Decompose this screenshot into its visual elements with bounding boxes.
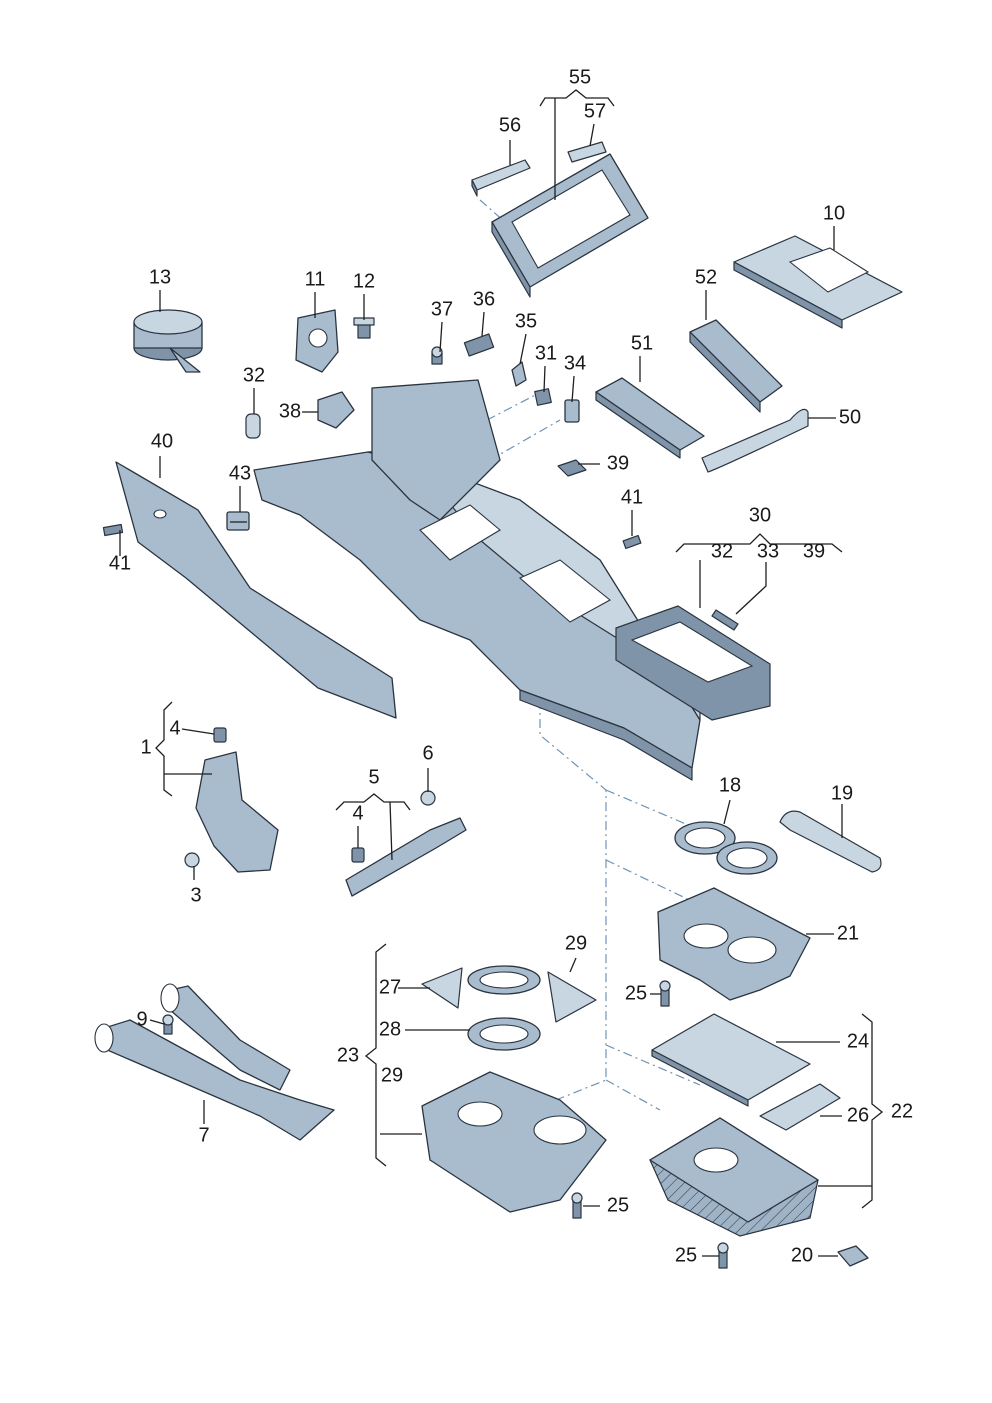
callout-11: 11: [305, 268, 326, 290]
bracket-38: [317, 391, 355, 429]
callout-39-group: 39: [803, 540, 825, 562]
pad-39: [557, 459, 587, 477]
clip-36: [463, 333, 495, 357]
callout-56: 56: [499, 114, 521, 136]
callout-35: 35: [515, 310, 537, 332]
callout-7: 7: [198, 1124, 209, 1146]
callout-21: 21: [837, 922, 859, 944]
mat-28-lower: [467, 1017, 541, 1051]
center-console-main: [253, 379, 771, 781]
screw-41-right: [622, 534, 642, 550]
cup-holder-23-base: [421, 1071, 607, 1213]
callout-12: 12: [353, 270, 375, 292]
callout-1: 1: [140, 736, 151, 758]
callout-labels: 55 56 57 10 13 11 12 52 37 36 35 51 31 3…: [109, 66, 913, 1266]
callout-22: 22: [891, 1100, 913, 1122]
callout-32-group: 32: [711, 540, 733, 562]
callout-39-top: 39: [607, 452, 629, 474]
holder-35: [511, 361, 527, 387]
pad-31: [534, 388, 552, 406]
screw-41-left: [102, 523, 124, 537]
mat-28-upper: [467, 965, 541, 995]
screw-37: [431, 346, 443, 365]
callout-25-bottom-left: 25: [607, 1194, 629, 1216]
insert-29: [547, 971, 597, 1023]
callout-25-bottom-right: 25: [675, 1244, 697, 1266]
callout-29-group: 29: [381, 1064, 403, 1086]
callout-37: 37: [431, 298, 453, 320]
callout-4-lower: 4: [352, 802, 363, 824]
assembly-guide-lines: [479, 199, 701, 1111]
air-duct-7: [94, 983, 335, 1141]
callout-51: 51: [631, 332, 653, 354]
screw-25-b: [659, 980, 671, 1007]
screw-9: [162, 1014, 174, 1035]
callout-40: 40: [151, 430, 173, 452]
callout-27: 27: [379, 976, 401, 998]
spring-clip-33: [711, 609, 739, 631]
cup-mat-18-left: [674, 821, 736, 855]
side-trim-panel-40: [115, 461, 397, 719]
callout-9: 9: [136, 1008, 147, 1030]
callout-38: 38: [279, 400, 301, 422]
pad-26: [759, 1083, 841, 1131]
callout-20: 20: [791, 1244, 813, 1266]
callout-36: 36: [473, 288, 495, 310]
strip-19: [779, 810, 882, 873]
callout-23: 23: [337, 1044, 359, 1066]
callout-32-top: 32: [243, 364, 265, 386]
callout-31: 31: [535, 342, 557, 364]
insert-27: [421, 967, 463, 1009]
bracket-5: [345, 790, 467, 897]
storage-box-22: [649, 1117, 819, 1237]
callout-28: 28: [379, 1018, 401, 1040]
callout-55: 55: [569, 66, 591, 88]
callout-43: 43: [229, 462, 251, 484]
screw-25-a: [571, 1192, 583, 1219]
callout-3: 3: [190, 884, 201, 906]
callout-26: 26: [847, 1104, 869, 1126]
plug-32: [245, 413, 261, 439]
callout-6: 6: [422, 742, 433, 764]
tape-roll-13: [133, 309, 203, 373]
clip-34: [564, 399, 580, 423]
clip-12: [353, 317, 375, 339]
callout-18: 18: [719, 774, 741, 796]
cup-mat-18-right: [716, 841, 778, 875]
trim-strip-50: [701, 408, 809, 473]
trim-insert-56: [471, 159, 531, 197]
screw-25-c: [717, 1242, 729, 1269]
callout-41-left: 41: [109, 552, 131, 574]
bracket-assembly-1: [184, 727, 279, 873]
callout-57: 57: [584, 100, 606, 122]
bracket-11: [295, 309, 339, 373]
storage-mat-10: [733, 235, 903, 329]
mat-24: [651, 1013, 811, 1107]
callout-41-right: 41: [621, 486, 643, 508]
callout-24: 24: [847, 1030, 869, 1052]
callout-10: 10: [823, 202, 845, 224]
callout-13: 13: [149, 266, 171, 288]
clip-20: [837, 1245, 869, 1267]
callout-33: 33: [757, 540, 779, 562]
callout-25-mid: 25: [625, 982, 647, 1004]
tray-51: [595, 377, 705, 459]
callout-29-top: 29: [565, 932, 587, 954]
callout-52: 52: [695, 266, 717, 288]
callout-4-upper: 4: [169, 717, 180, 739]
callout-19: 19: [831, 782, 853, 804]
callout-30: 30: [749, 504, 771, 526]
callout-34: 34: [564, 352, 586, 374]
leader-lines: [119, 89, 884, 1257]
callout-5: 5: [368, 766, 379, 788]
cup-holder-21: [657, 887, 811, 1001]
clip-43: [226, 511, 250, 531]
radio-trim-frame: [491, 153, 649, 298]
switch-panel-52: [689, 319, 783, 413]
callout-50: 50: [839, 406, 861, 428]
